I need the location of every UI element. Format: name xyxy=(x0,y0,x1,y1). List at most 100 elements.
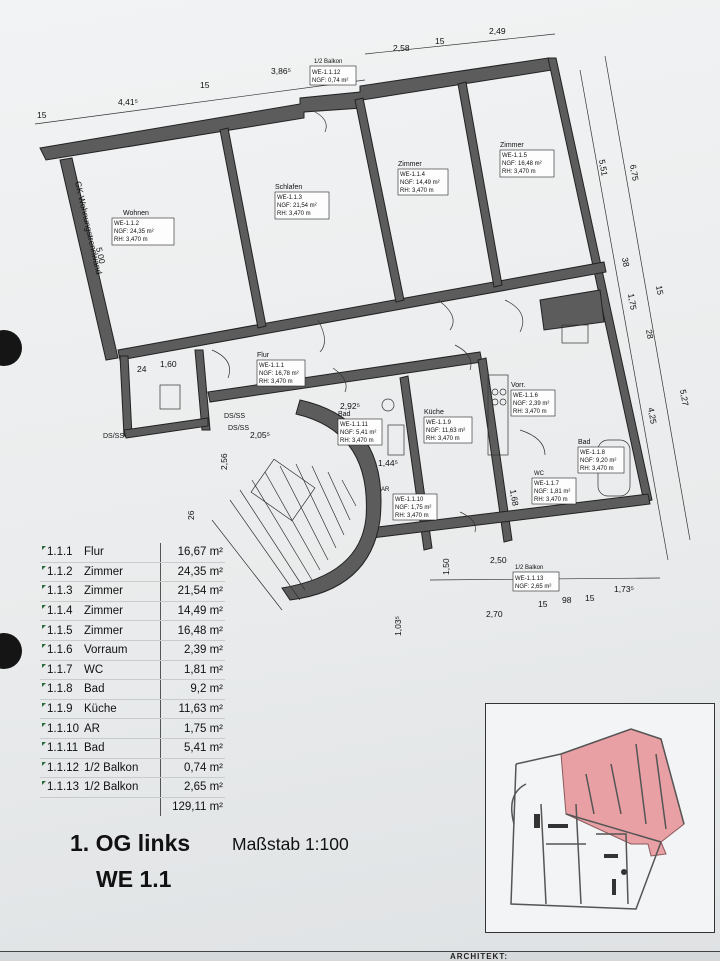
room-id: WE-1.1.5 xyxy=(502,153,528,159)
dim-label: 6,75 xyxy=(628,164,641,182)
room-rh: RH: 3,470 m xyxy=(277,211,311,217)
row-marker xyxy=(42,703,46,708)
room-tag-schlafen: Schlafen WE-1.1.3 NGF: 21,54 m² RH: 3,47… xyxy=(274,184,330,220)
room-tag-wohnen: Wohnen WE-1.1.2 NGF: 24,35 m² RH: 3,470 … xyxy=(111,210,175,246)
room-ngf: NGF: 1,81 m² xyxy=(534,489,570,495)
architect-label: ARCHITEKT: xyxy=(450,952,508,961)
floor-title: 1. OG links xyxy=(70,830,191,856)
blank-cell xyxy=(40,796,82,817)
room-tag-balkon-1113: 1/2 Balkon WE-1.1.13 NGF: 2,65 m² xyxy=(512,565,560,592)
row-marker xyxy=(42,624,46,629)
room-type: Bad xyxy=(82,738,161,759)
room-name: Küche xyxy=(424,409,444,416)
dim-label: 1,03⁵ xyxy=(393,616,403,636)
row-marker xyxy=(42,565,46,570)
room-name: Vorr. xyxy=(511,382,525,389)
room-tag-wc: WC WE-1.1.7 NGF: 1,81 m² RH: 3,470 m xyxy=(531,471,577,505)
room-area: 0,74 m² xyxy=(160,758,225,779)
room-number: 1.1.5 xyxy=(40,620,82,641)
room-name: AR xyxy=(381,487,390,493)
dim-label: 15 xyxy=(538,599,548,609)
room-rh: RH: 3,470 m xyxy=(426,436,460,442)
row-marker xyxy=(42,663,46,668)
room-number-text: 1.1.10 xyxy=(47,722,79,735)
room-rh: RH: 3,470 m xyxy=(259,379,293,385)
dim-label: 15 xyxy=(654,285,666,296)
floor-plan: 15 4,41⁵ 15 3,86⁵ 2,58 15 2,49 5,51 6,75… xyxy=(34,26,691,636)
room-tag-zimmer-114: Zimmer WE-1.1.4 NGF: 14,49 m² RH: 3,470 … xyxy=(397,161,449,196)
dim-label: 1,60 xyxy=(160,359,177,369)
dim-label: 15 xyxy=(435,36,445,46)
unit-title: WE 1.1 xyxy=(96,866,172,892)
room-ngf: NGF: 16,48 m² xyxy=(502,161,542,167)
dim-label: 4,41⁵ xyxy=(118,97,138,107)
room-number-text: 1.1.12 xyxy=(47,761,79,774)
room-area: 9,2 m² xyxy=(160,679,225,700)
room-type: 1/2 Balkon xyxy=(82,777,161,798)
room-ngf: NGF: 2,39 m² xyxy=(513,401,549,407)
room-rh: RH: 3,470 m xyxy=(534,497,568,503)
room-area: 5,41 m² xyxy=(160,738,225,759)
dim-label: 1,75 xyxy=(626,293,639,311)
dim-label: 15 xyxy=(585,593,595,603)
total-area: 129,11 m² xyxy=(160,796,225,817)
room-type: Küche xyxy=(82,699,161,720)
row-marker xyxy=(42,683,46,688)
row-marker xyxy=(42,605,46,610)
room-id: WE-1.1.1 xyxy=(259,363,285,369)
room-ngf: NGF: 0,74 m² xyxy=(312,78,348,84)
row-marker xyxy=(42,644,46,649)
room-number: 1.1.3 xyxy=(40,581,82,602)
room-ngf: NGF: 5,41 m² xyxy=(340,430,376,436)
room-number: 1.1.13 xyxy=(40,777,82,798)
dim-label: 2,58 xyxy=(393,43,410,53)
room-tag-bad-118: Bad WE-1.1.8 NGF: 9,20 m² RH: 3,470 m xyxy=(577,439,625,474)
dim-label: 5,00 xyxy=(94,246,107,265)
room-area: 16,67 m² xyxy=(160,543,225,563)
dim-label: 2,92⁵ xyxy=(340,401,360,411)
room-type: Zimmer xyxy=(82,562,161,583)
row-marker xyxy=(42,781,46,786)
room-ngf: NGF: 16,78 m² xyxy=(259,371,299,377)
room-ngf: NGF: 9,20 m² xyxy=(580,458,616,464)
fixtures xyxy=(159,324,631,497)
scale-label: Maßstab 1:100 xyxy=(232,834,349,854)
room-number-text: 1.1.4 xyxy=(47,605,73,618)
ds-ss-label: DS/SS xyxy=(228,425,249,432)
room-id: WE-1.1.8 xyxy=(580,450,606,456)
dim-label: 1,44⁵ xyxy=(378,458,398,468)
room-name: Wohnen xyxy=(123,210,149,217)
room-id: WE-1.1.2 xyxy=(114,221,140,227)
dim-label: 2,05⁵ xyxy=(250,430,270,440)
row-marker xyxy=(42,761,46,766)
room-area: 1,81 m² xyxy=(160,660,225,681)
room-number: 1.1.4 xyxy=(40,601,82,622)
dim-label: 28 xyxy=(644,329,656,340)
room-number: 1.1.6 xyxy=(40,640,82,661)
room-number-text: 1.1.2 xyxy=(47,565,73,578)
room-ngf: NGF: 24,35 m² xyxy=(114,229,154,235)
room-number: 1.1.1 xyxy=(40,543,82,563)
staircase xyxy=(211,399,382,611)
dim-label: 26 xyxy=(186,510,196,520)
dim-label: 3,86⁵ xyxy=(271,66,291,76)
walls xyxy=(39,57,653,551)
dim-label: 2,56 xyxy=(219,453,229,470)
room-id: WE-1.1.6 xyxy=(513,393,539,399)
row-marker xyxy=(42,722,46,727)
dim-label: 2,50 xyxy=(490,555,507,565)
dim-label: 15 xyxy=(37,110,47,120)
dim-label: 98 xyxy=(562,595,572,605)
dim-label: 38 xyxy=(620,257,632,268)
room-type: AR xyxy=(82,718,161,739)
row-marker xyxy=(42,742,46,747)
room-tag-zimmer-115: Zimmer WE-1.1.5 NGF: 16,48 m² RH: 3,470 … xyxy=(499,142,555,178)
room-name: WC xyxy=(534,471,545,477)
